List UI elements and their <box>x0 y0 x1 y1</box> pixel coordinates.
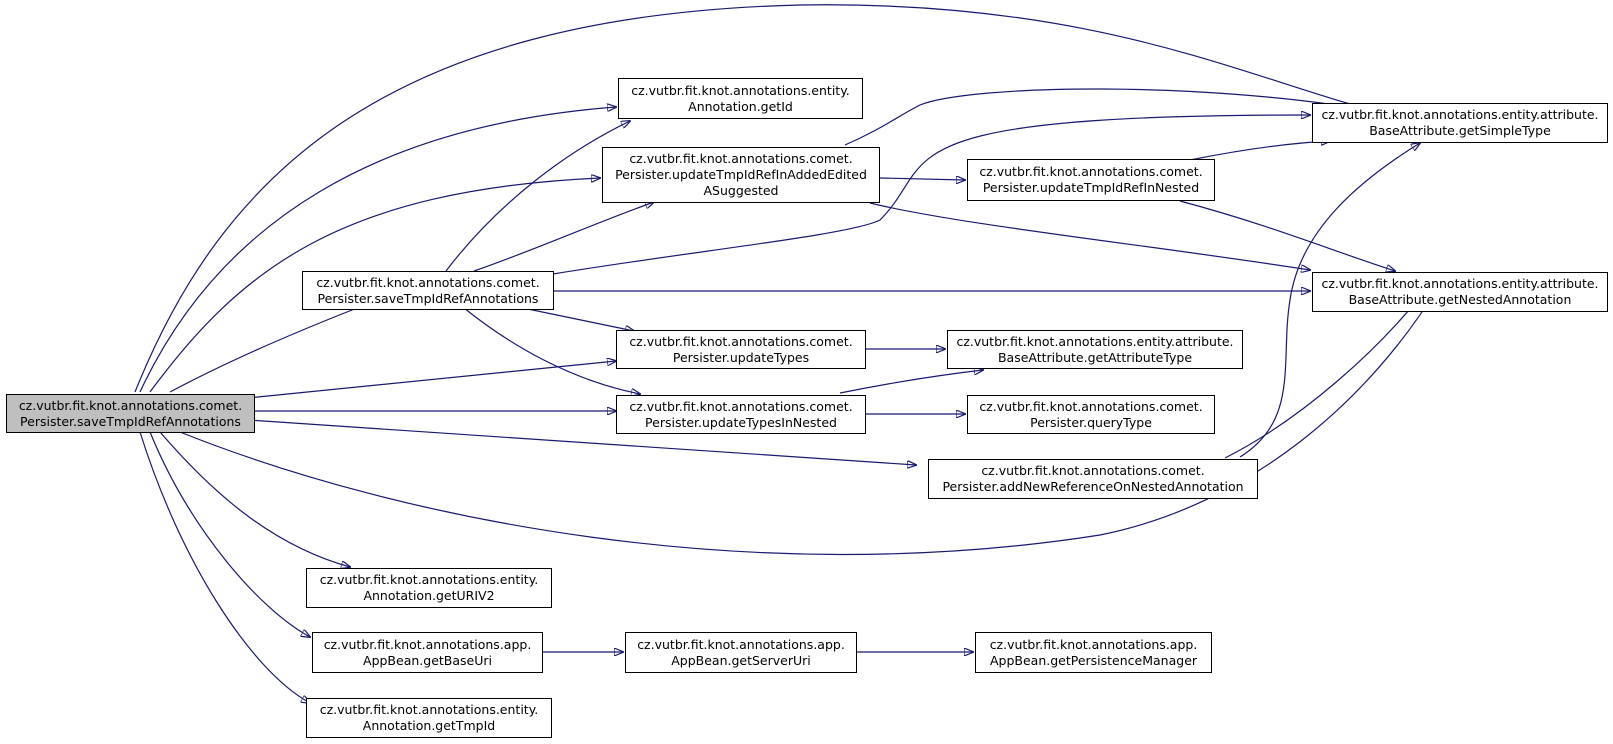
node-line: cz.vutbr.fit.knot.annotations.comet. <box>979 398 1203 414</box>
edge-root-to-gettmpid <box>139 431 310 703</box>
node-line: Persister.addNewReferenceOnNestedAnnotat… <box>942 479 1244 494</box>
edge-savetmp-to-getsimpletype <box>552 115 1310 275</box>
node-line: AppBean.getServerUri <box>671 652 811 668</box>
node-line: cz.vutbr.fit.knot.annotations.comet. <box>629 333 853 349</box>
node-annotation-gettmpid[interactable]: cz.vutbr.fit.knot.annotations.entity. An… <box>306 698 552 738</box>
edge-root-to-updatetypes <box>247 361 616 399</box>
edge-updateadded-to-getsimpletype <box>844 88 1380 146</box>
node-line: Persister.queryType <box>1030 414 1152 430</box>
edge-savetmp-to-updateadded <box>473 202 654 272</box>
edge-addnewref-to-getsimpletype <box>1239 143 1420 458</box>
node-line: cz.vutbr.fit.knot.annotations.app. <box>637 636 845 652</box>
node-line: cz.vutbr.fit.knot.annotations.entity.att… <box>1321 276 1599 291</box>
node-basettribute-getsimpletype[interactable]: cz.vutbr.fit.knot.annotations.entity.att… <box>1312 103 1608 143</box>
node-line: BaseAttribute.getSimpleType <box>1369 123 1551 138</box>
node-line: cz.vutbr.fit.knot.annotations.entity.att… <box>956 333 1234 349</box>
node-appbean-getserveruri[interactable]: cz.vutbr.fit.knot.annotations.app. AppBe… <box>625 632 857 673</box>
node-line: Persister.updateTmpIdRefInAddedEdited <box>615 167 867 182</box>
node-line: cz.vutbr.fit.knot.annotations.app. <box>323 636 532 652</box>
node-appbean-getpersistencemanager[interactable]: cz.vutbr.fit.knot.annotations.app. AppBe… <box>975 632 1212 673</box>
node-line: Persister.updateTmpIdRefInNested <box>982 180 1200 195</box>
node-line: cz.vutbr.fit.knot.annotations.comet. <box>981 463 1205 478</box>
node-root-savetmpidrefannotations[interactable]: cz.vutbr.fit.knot.annotations.comet. Per… <box>6 394 255 433</box>
node-updatetypes[interactable]: cz.vutbr.fit.knot.annotations.comet. Per… <box>616 330 866 369</box>
node-line: Annotation.getTmpId <box>362 718 496 733</box>
node-line: cz.vutbr.fit.knot.annotations.entity.att… <box>1321 107 1599 122</box>
edge-updatetypesinnested-to-getattributetype <box>839 370 983 394</box>
node-line: cz.vutbr.fit.knot.annotations.comet. <box>629 151 853 166</box>
edge-root-to-getbaseuri <box>149 431 310 637</box>
edge-root-to-annotation-getid <box>139 107 616 393</box>
node-annotation-getid[interactable]: cz.vutbr.fit.knot.annotations.entity. An… <box>618 78 863 119</box>
node-line: cz.vutbr.fit.knot.annotations.comet. <box>316 274 540 290</box>
node-line: AppBean.getBaseUri <box>363 652 492 668</box>
node-line: Persister.saveTmpIdRefAnnotations <box>20 413 241 429</box>
node-line: Persister.updateTypesInNested <box>645 414 837 430</box>
node-line: Annotation.getId <box>688 98 793 114</box>
edge-updatenested-to-getsimpletype <box>1189 141 1330 161</box>
node-line: cz.vutbr.fit.knot.annotations.entity. <box>631 82 850 98</box>
node-line: Persister.saveTmpIdRefAnnotations <box>317 290 539 306</box>
node-line: AppBean.getPersistenceManager <box>989 652 1198 668</box>
node-line: BaseAttribute.getAttributeType <box>997 349 1193 365</box>
edge-root-to-savetmpidrefannotations <box>169 303 370 393</box>
edge-root-to-updatetmpidrefinaddededited <box>149 178 600 393</box>
node-line: cz.vutbr.fit.knot.annotations.entity. <box>319 702 539 717</box>
node-addnewreferenceonnestedannotation[interactable]: cz.vutbr.fit.knot.annotations.comet. Per… <box>928 459 1258 499</box>
node-line: Annotation.getURIV2 <box>363 588 495 603</box>
edge-updateadded-to-getnestedannotation <box>869 202 1310 270</box>
edge-updatenested-to-getnestedannotation-2 <box>1179 200 1395 271</box>
node-line: cz.vutbr.fit.knot.annotations.comet. <box>979 164 1203 179</box>
node-baseattribute-getnestedannotation[interactable]: cz.vutbr.fit.knot.annotations.entity.att… <box>1312 272 1608 312</box>
node-line: BaseAttribute.getNestedAnnotation <box>1348 292 1572 307</box>
edge-savetmp-to-updatetypes <box>522 307 634 331</box>
node-querytype[interactable]: cz.vutbr.fit.knot.annotations.comet. Per… <box>967 395 1215 434</box>
node-annotation-geturiv2[interactable]: cz.vutbr.fit.knot.annotations.entity. An… <box>306 568 552 608</box>
node-savetmpidrefannotations[interactable]: cz.vutbr.fit.knot.annotations.comet. Per… <box>302 271 554 310</box>
node-appbean-getbaseuri[interactable]: cz.vutbr.fit.knot.annotations.app. AppBe… <box>312 632 543 673</box>
node-updatetmpidrefinnested[interactable]: cz.vutbr.fit.knot.annotations.comet. Per… <box>967 159 1215 201</box>
edge-savetmp-to-updatetypesinnested <box>463 307 640 394</box>
node-line: cz.vutbr.fit.knot.annotations.app. <box>989 636 1198 652</box>
node-updatetypesinnested[interactable]: cz.vutbr.fit.knot.annotations.comet. Per… <box>616 395 866 434</box>
node-line: cz.vutbr.fit.knot.annotations.entity. <box>319 572 539 587</box>
node-line: cz.vutbr.fit.knot.annotations.comet. <box>18 397 243 413</box>
node-line: Persister.updateTypes <box>672 349 810 365</box>
node-baseattribute-getattributetype[interactable]: cz.vutbr.fit.knot.annotations.entity.att… <box>947 330 1243 369</box>
edge-root-to-geturiv2 <box>159 431 350 567</box>
node-line: ASuggested <box>703 183 779 198</box>
node-line: cz.vutbr.fit.knot.annotations.comet. <box>629 398 853 414</box>
edge-root-to-addnewreference <box>247 419 916 465</box>
edge-savetmp-to-getid <box>445 121 630 272</box>
node-updatetmpidrefinaddededitedasuggested[interactable]: cz.vutbr.fit.knot.annotations.comet. Per… <box>602 147 880 203</box>
edge-root-to-getnestedannotation <box>179 284 1440 556</box>
edge-root-to-getsimpletype <box>134 4 1380 393</box>
edge-updateadded-to-updatetmpidrefinnested <box>879 178 965 180</box>
